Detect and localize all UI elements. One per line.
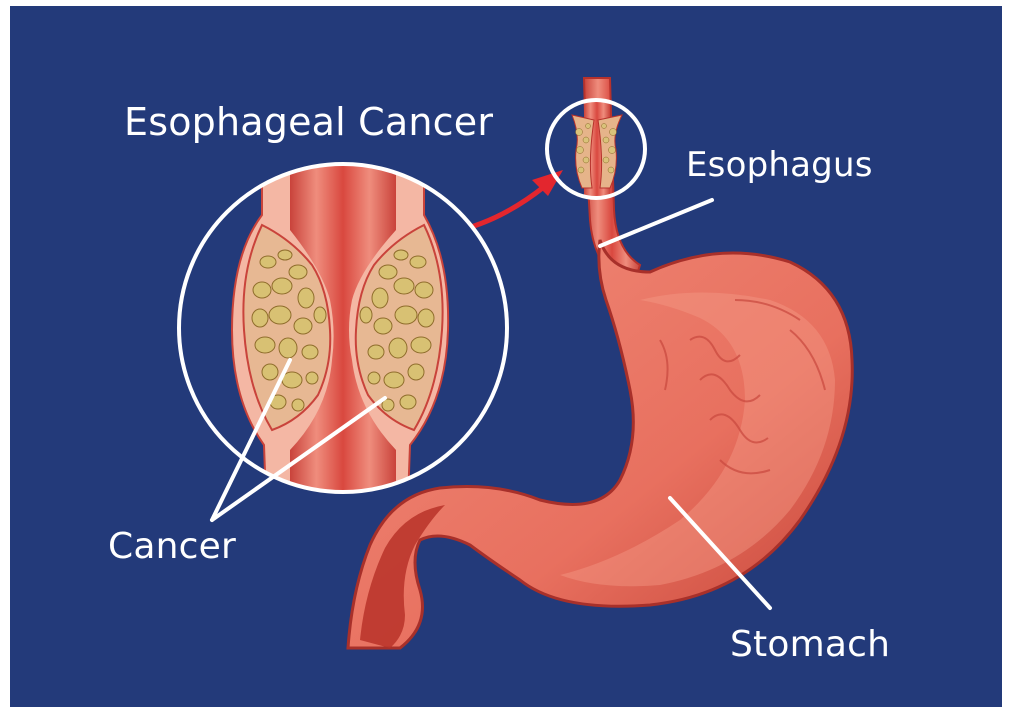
stomach-label: Stomach — [730, 624, 890, 665]
esophagus-leader — [600, 200, 712, 246]
small-tumor-view — [572, 100, 622, 200]
diagram-title: Esophageal Cancer — [124, 100, 493, 144]
cancer-label: Cancer — [108, 526, 236, 567]
zoom-tumor-view — [170, 160, 520, 500]
esophagus-label: Esophagus — [686, 145, 873, 185]
